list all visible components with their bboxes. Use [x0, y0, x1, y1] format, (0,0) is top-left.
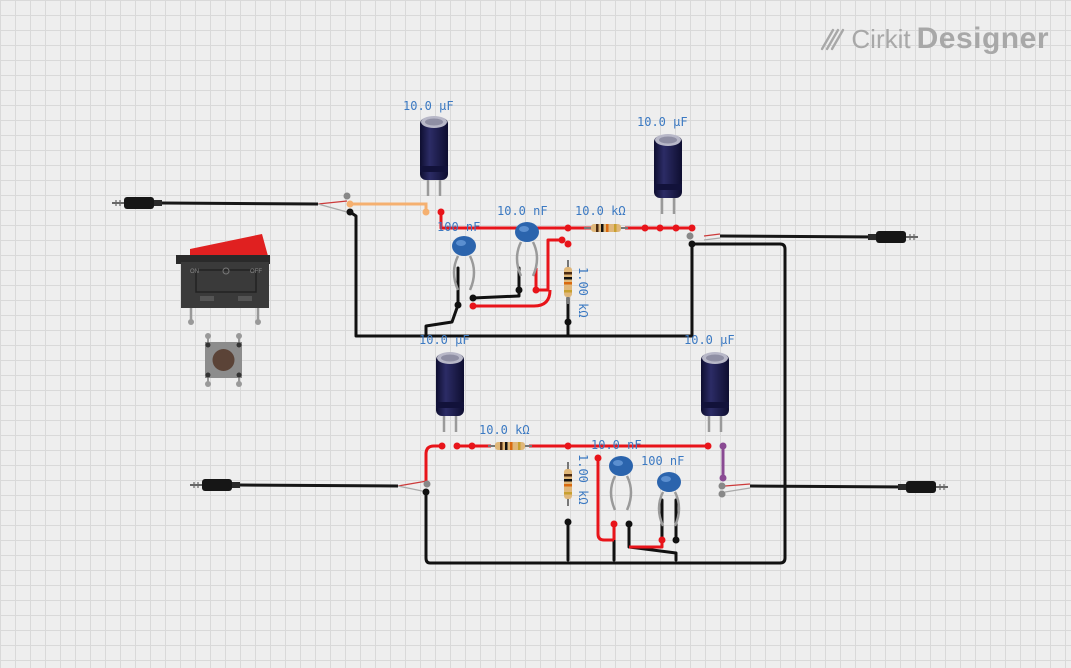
ceramic-cap-top-a[interactable]	[450, 234, 478, 292]
audio-jack-bottom-right[interactable]	[724, 480, 949, 494]
audio-jack-top-left[interactable]	[111, 196, 348, 213]
label-cap-bottom-right: 10.0 µF	[684, 333, 735, 347]
bottom-connection-points	[422, 442, 727, 544]
logo-product: Designer	[916, 22, 1049, 55]
label-res-top-series: 10.0 kΩ	[575, 204, 626, 218]
push-button[interactable]	[205, 333, 242, 387]
switch-label-on: ON	[190, 269, 199, 275]
label-cap-bottom-left: 10.0 µF	[419, 333, 470, 347]
ceramic-cap-bottom-a[interactable]	[607, 454, 635, 512]
switch-label-off: OFF	[250, 269, 262, 275]
cirkit-designer-logo: Cirkit Designer	[819, 22, 1049, 56]
label-ceramic-bottom-a: 10.0 nF	[591, 438, 642, 452]
label-cap-top-right: 10.0 µF	[637, 115, 688, 129]
label-res-top-shunt: 1.00 kΩ	[576, 267, 590, 318]
rocker-switch[interactable]: ON OFF	[176, 234, 270, 325]
cirkit-logo-icon	[821, 28, 845, 51]
label-cap-top-left: 10.0 µF	[403, 99, 454, 113]
label-ceramic-top-b: 10.0 nF	[497, 204, 548, 218]
capacitor-bottom-left[interactable]	[434, 350, 466, 434]
wire-top-ground[interactable]	[348, 210, 787, 565]
resistor-bottom-shunt[interactable]	[563, 461, 573, 507]
label-res-bottom-series: 10.0 kΩ	[479, 423, 530, 437]
ceramic-cap-top-b[interactable]	[513, 220, 541, 278]
resistor-top-series[interactable]	[583, 223, 629, 233]
top-connection-points	[343, 192, 696, 326]
label-ceramic-bottom-b: 100 nF	[641, 454, 684, 468]
capacitor-bottom-right[interactable]	[699, 350, 731, 434]
label-res-bottom-shunt: 1.00 kΩ	[576, 454, 590, 505]
audio-jack-top-right[interactable]	[703, 230, 919, 244]
wire-top-input[interactable]	[350, 202, 428, 212]
capacitor-top-right[interactable]	[652, 132, 684, 216]
logo-brand: Cirkit	[851, 23, 911, 54]
audio-jack-bottom-left[interactable]	[189, 478, 428, 493]
ceramic-cap-bottom-b[interactable]	[655, 470, 683, 528]
capacitor-top-left[interactable]	[418, 114, 450, 198]
label-ceramic-top-a: 100 nF	[437, 220, 480, 234]
resistor-bottom-series[interactable]	[487, 441, 533, 451]
resistor-top-shunt[interactable]	[563, 259, 573, 305]
